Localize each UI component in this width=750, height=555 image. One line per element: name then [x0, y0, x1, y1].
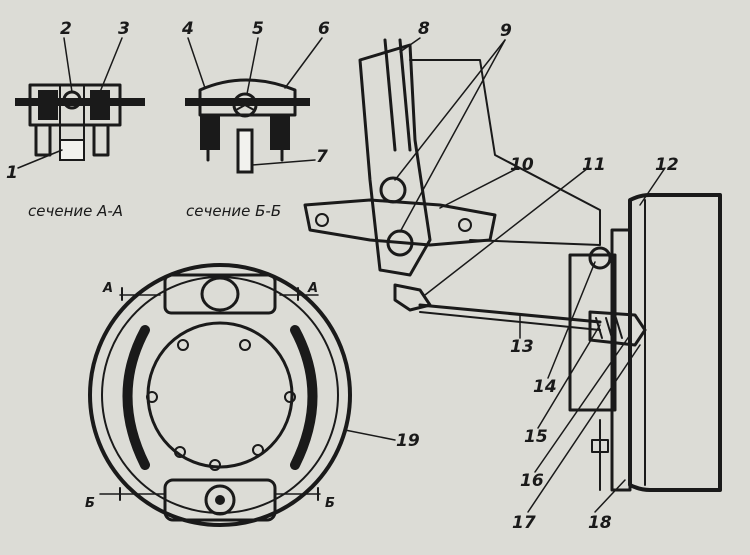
callout-17: 17	[512, 513, 536, 533]
callout-15: 15	[524, 427, 548, 447]
section-mark-b-right: Б	[325, 496, 335, 511]
callout-13: 13	[510, 337, 534, 357]
callout-18: 18	[588, 513, 612, 533]
callout-19: 19	[396, 431, 420, 451]
callout-9: 9	[500, 21, 512, 41]
callout-7: 7	[316, 147, 328, 167]
leader-lines	[17, 37, 666, 513]
callout-12: 12	[655, 155, 679, 175]
callout-10: 10	[510, 155, 534, 175]
caption-section-a: сечение А-А	[28, 202, 123, 220]
section-mark-a-left: А	[102, 281, 113, 296]
drum-assembly	[418, 193, 722, 492]
section-mark-b-left: Б	[85, 496, 95, 511]
knuckle-assembly	[303, 38, 601, 312]
section-mark-a-right: А	[307, 281, 318, 296]
callout-4: 4	[181, 19, 194, 39]
callout-6: 6	[318, 19, 330, 39]
callout-16: 16	[520, 471, 544, 491]
section-mark-lines	[99, 287, 321, 501]
callout-1: 1	[6, 163, 18, 183]
callout-5: 5	[252, 19, 264, 39]
brake-plate	[88, 263, 352, 527]
callout-2: 2	[60, 19, 72, 39]
section-b-drawing	[185, 78, 310, 174]
callout-3: 3	[118, 19, 130, 39]
callout-8: 8	[418, 19, 430, 39]
section-a-drawing	[15, 83, 145, 161]
callout-11: 11	[582, 155, 606, 175]
caption-section-b: сечение Б-Б	[186, 202, 281, 220]
callout-14: 14	[533, 377, 557, 397]
